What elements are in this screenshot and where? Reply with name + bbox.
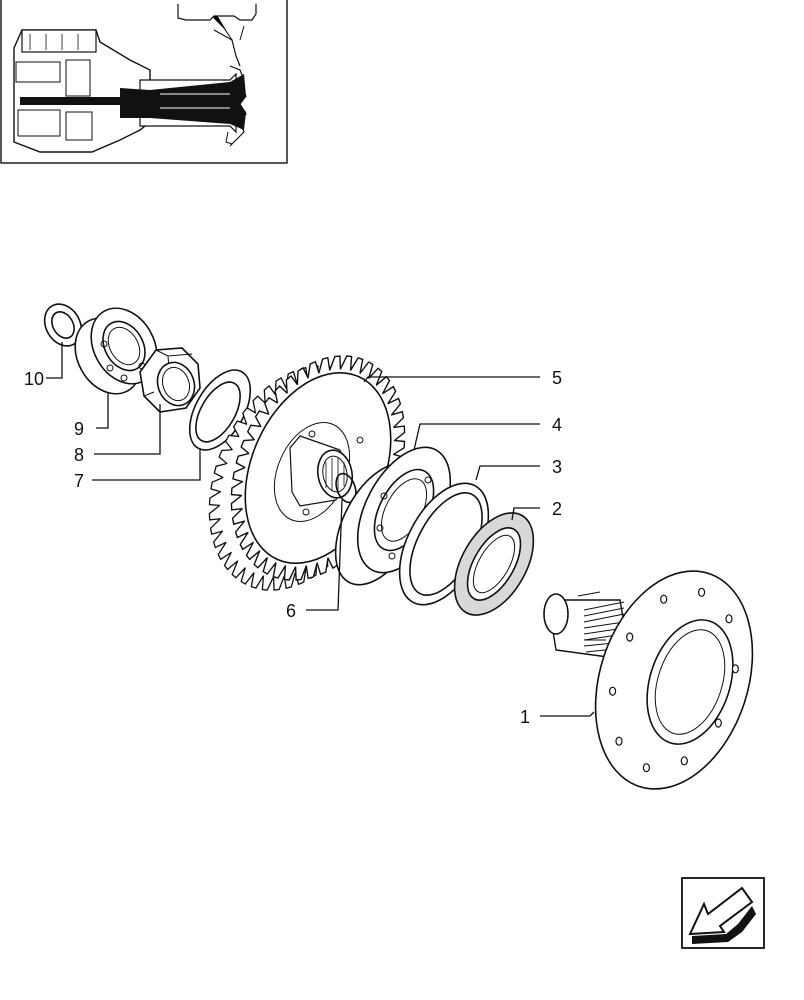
part-8-hex-nut [139,347,201,413]
flange-bolt-hole [608,686,617,696]
shaft-splines [583,601,625,653]
callout-9: 9 [74,419,84,439]
transmission-housing-thumbnail [13,4,257,153]
part-2-oil-seal [453,512,535,616]
callout-4: 4 [552,415,562,435]
flange-bolt-hole [725,614,733,624]
flange-bolt-hole [697,587,706,597]
flange-bolt-hole [615,736,623,746]
callout-5: 5 [552,368,562,388]
back-arrow-icon [688,886,756,944]
callout-10: 10 [24,369,44,389]
flange-bolt-hole [642,763,651,773]
leader-lines [46,342,595,717]
flange-bolt-hole [680,756,688,766]
callout-7: 7 [74,471,84,491]
location-inset [0,0,288,164]
part-10-seal-ring [43,303,83,347]
part-1-flanged-shaft [543,570,754,790]
callout-1: 1 [520,707,530,727]
flange-bolt-hole [731,664,740,674]
flange-bolt-hole [714,718,722,728]
callout-3: 3 [552,457,562,477]
flange-bolt-hole [626,632,634,642]
callout-2: 2 [552,499,562,519]
callout-6: 6 [286,601,296,621]
callout-8: 8 [74,445,84,465]
flange-bolt-hole [660,594,668,604]
previous-page-button[interactable] [681,877,765,949]
